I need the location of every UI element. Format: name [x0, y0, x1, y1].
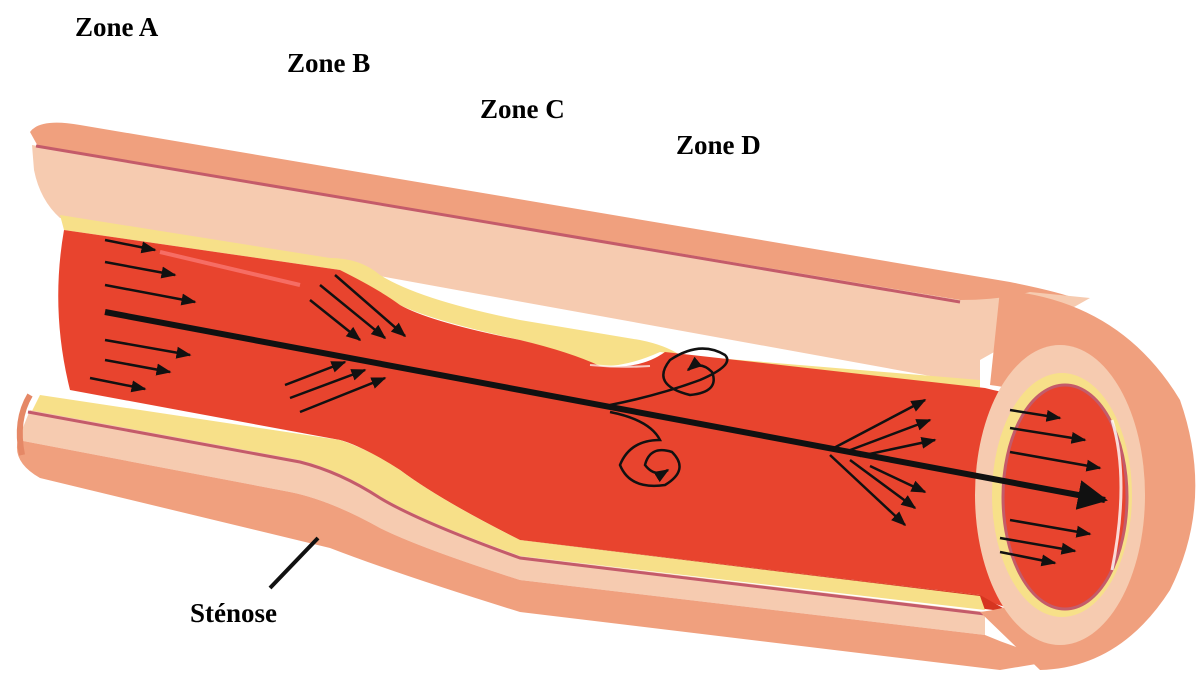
zone-a-label: Zone A — [75, 14, 158, 41]
zone-c-label: Zone C — [480, 96, 565, 123]
zone-d-label: Zone D — [676, 132, 761, 159]
end-lumen — [1003, 385, 1127, 609]
zone-b-label: Zone B — [287, 50, 370, 77]
stenosis-pointer-line — [270, 538, 318, 588]
stenosis-label: Sténose — [190, 600, 277, 627]
